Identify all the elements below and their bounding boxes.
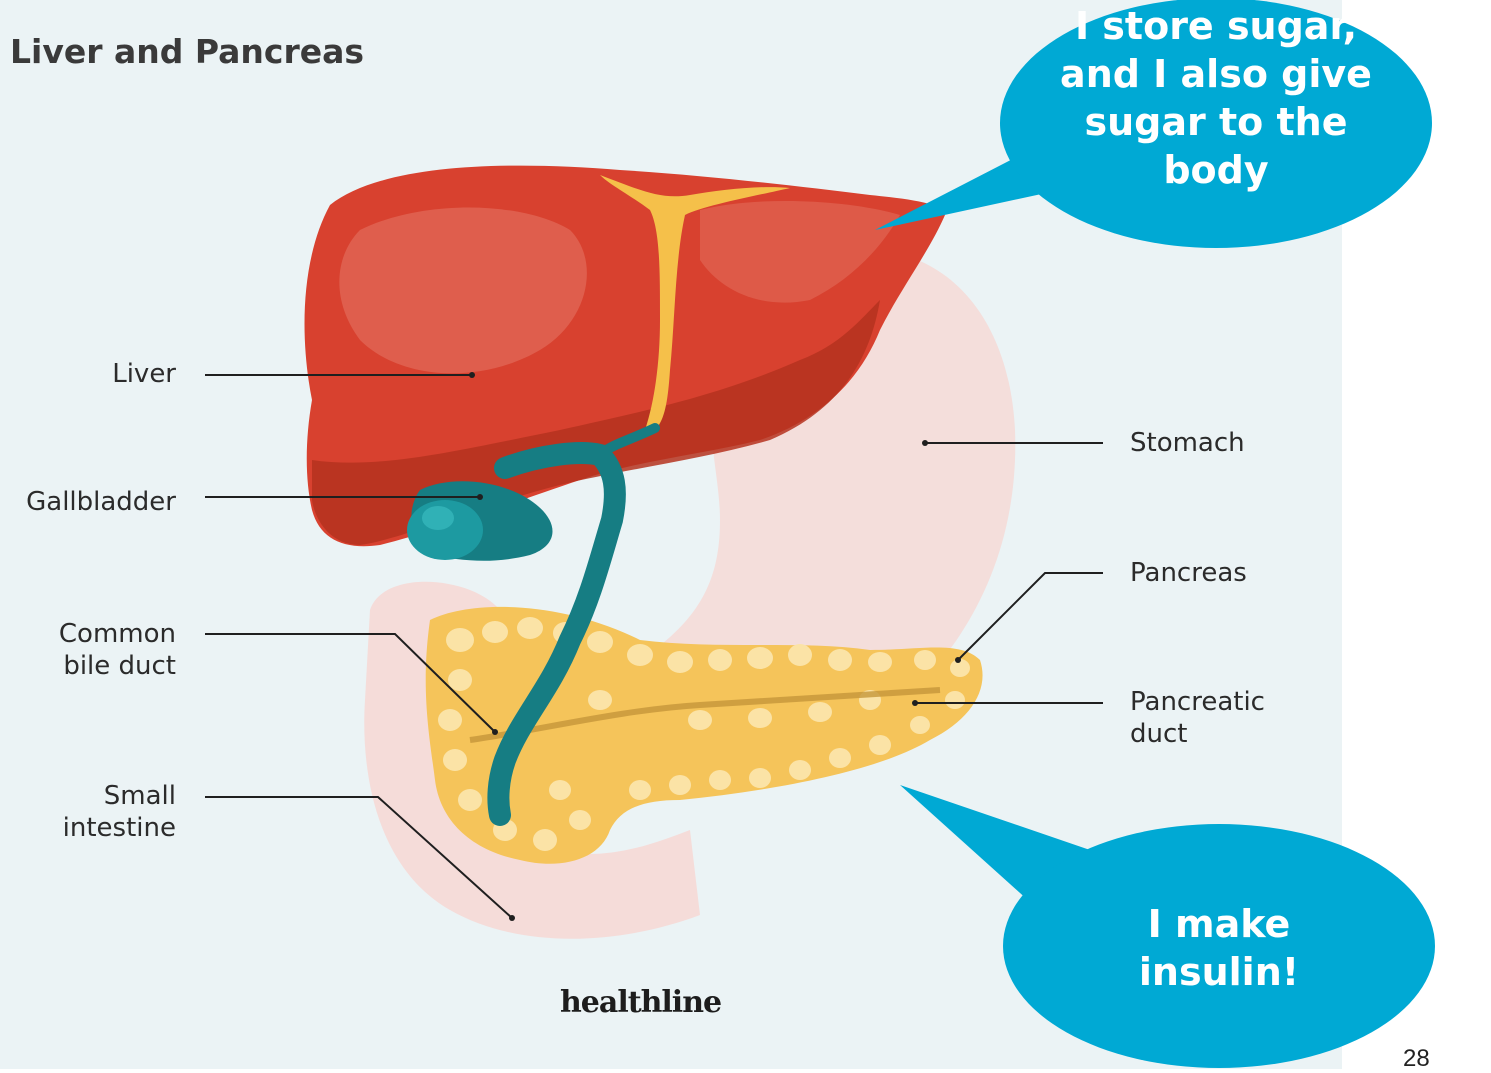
label-common-bile-duct: Common bile duct [20, 618, 176, 682]
label-pancreas: Pancreas [1130, 557, 1247, 589]
bubble-line: I store sugar, [1046, 2, 1386, 50]
label-pancreatic-duct: Pancreatic duct [1130, 686, 1265, 750]
bubble-line: I make [1069, 900, 1369, 948]
label-liver: Liver [60, 358, 176, 390]
diagram-title: Liver and Pancreas [10, 32, 364, 71]
label-line: intestine [20, 812, 176, 844]
label-line: bile duct [20, 650, 176, 682]
label-line: Small [20, 780, 176, 812]
label-line: Pancreatic [1130, 686, 1265, 718]
bubble-line: body [1046, 146, 1386, 194]
liver-speech-text: I store sugar, and I also give sugar to … [1046, 2, 1386, 194]
pancreas-speech-text: I make insulin! [1069, 900, 1369, 996]
healthline-logo: healthline [560, 985, 721, 1020]
label-line: duct [1130, 718, 1265, 750]
label-line: Common [20, 618, 176, 650]
label-gallbladder: Gallbladder [0, 486, 176, 518]
bubble-line: insulin! [1069, 948, 1369, 996]
bubble-line: and I also give [1046, 50, 1386, 98]
label-stomach: Stomach [1130, 427, 1245, 459]
bubble-line: sugar to the [1046, 98, 1386, 146]
label-small-intestine: Small intestine [20, 780, 176, 844]
